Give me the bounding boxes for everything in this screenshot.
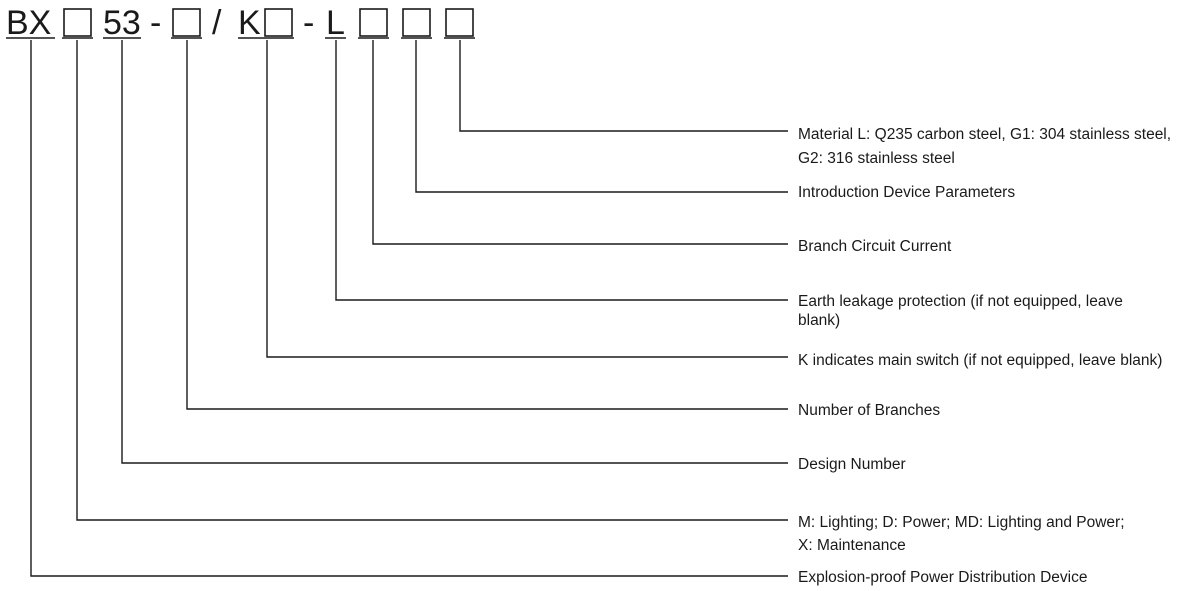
leader-usage-type (76, 40, 788, 521)
legend-number-of-branches: Number of Branches (798, 402, 940, 419)
legend-usage-type-line-1: M: Lighting; D: Power; MD: Lighting and … (798, 514, 1125, 531)
leader-material (459, 40, 788, 132)
legend-introduction-device: Introduction Device Parameters (798, 184, 1015, 201)
legend-product-type: Explosion-proof Power Distribution Devic… (798, 569, 1087, 586)
code-slot-branch-current (359, 8, 388, 37)
code-slot-usage-type (63, 8, 92, 37)
leader-branch-current (372, 40, 788, 245)
leader-product-type (30, 40, 788, 577)
legend-main-switch: K indicates main switch (if not equipped… (798, 352, 1162, 369)
leader-number-of-branches (186, 40, 788, 410)
code-dash-1: - (150, 4, 161, 42)
legend-material-line-2: G2: 316 stainless steel (798, 150, 955, 167)
legend-usage-type-line-2: X: Maintenance (798, 537, 906, 554)
legend-material-line-1: Material L: Q235 carbon steel, G1: 304 s… (798, 126, 1171, 143)
model-code: BX 53 - / K - L (6, 4, 475, 42)
leader-earth-leakage (335, 40, 788, 301)
legend-branch-current: Branch Circuit Current (798, 238, 952, 255)
code-switch-letter: K (238, 4, 261, 42)
code-slot-introduction-device (402, 8, 431, 37)
code-slash: / (212, 4, 222, 42)
code-dash-2: - (303, 4, 314, 42)
leader-lines (30, 40, 788, 577)
legend-descriptions: Material L: Q235 carbon steel, G1: 304 s… (798, 126, 1171, 586)
code-leakage-letter: L (326, 4, 345, 42)
legend-earth-leakage-line-2: blank) (798, 312, 840, 329)
leader-design-number (121, 40, 788, 464)
legend-design-number: Design Number (798, 456, 906, 473)
leader-main-switch (266, 40, 788, 358)
code-prefix: BX (6, 4, 51, 42)
code-slot-number-of-branches (172, 8, 201, 37)
code-design-number: 53 (103, 4, 141, 42)
leader-introduction-device (415, 40, 788, 193)
legend-earth-leakage-line-1: Earth leakage protection (if not equippe… (798, 293, 1123, 310)
code-slot-switch (264, 8, 293, 37)
code-slot-material (445, 8, 474, 37)
